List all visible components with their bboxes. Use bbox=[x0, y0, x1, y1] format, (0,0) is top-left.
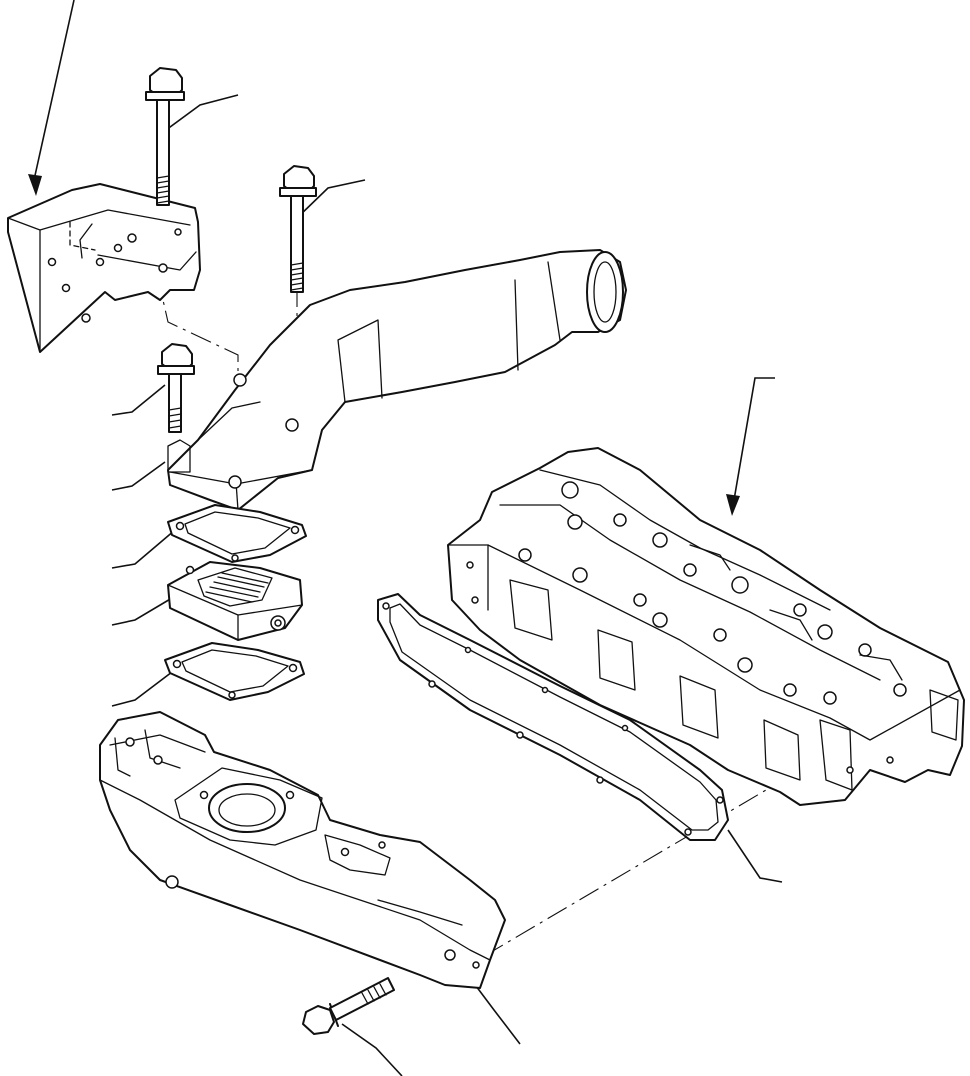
intake-heater bbox=[167, 561, 303, 641]
intake-manifold bbox=[99, 711, 506, 989]
long-bolt-1 bbox=[145, 67, 185, 206]
short-bolt bbox=[157, 343, 195, 433]
gasket-upper bbox=[167, 504, 307, 563]
gasket-lower bbox=[164, 642, 305, 701]
arrow-to-bracket bbox=[28, 0, 75, 196]
bracket bbox=[7, 183, 201, 353]
arrow-to-cylinder-head bbox=[726, 377, 775, 516]
intake-connector bbox=[167, 249, 627, 511]
long-bolt-2 bbox=[279, 165, 317, 293]
manifold-bolt bbox=[302, 977, 395, 1035]
cylinder-head bbox=[447, 447, 965, 806]
manifold-gasket bbox=[377, 593, 729, 841]
